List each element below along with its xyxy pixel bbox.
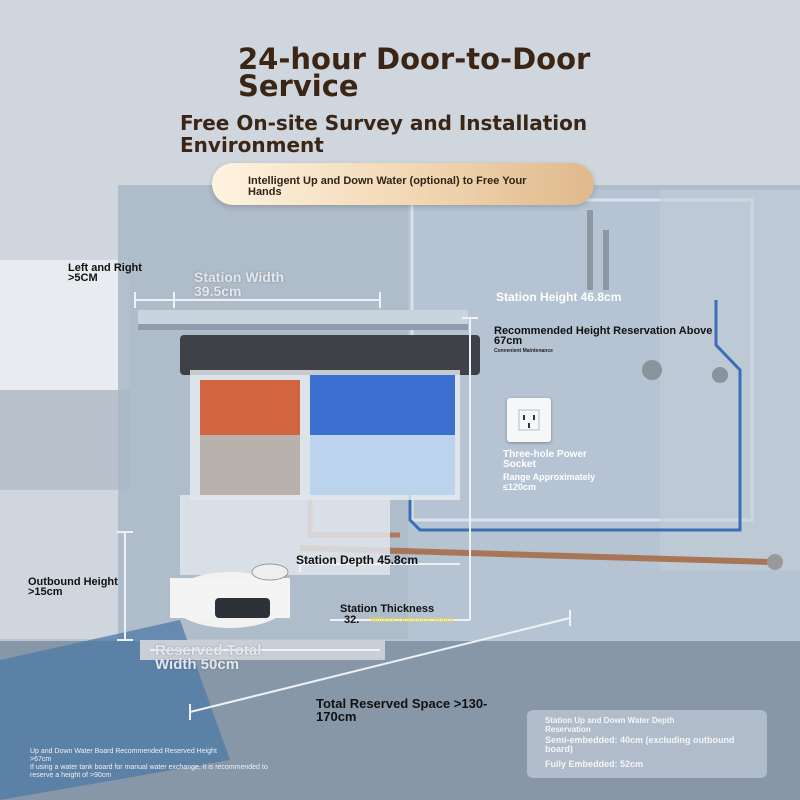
station-width-label: Station Width 39.5cm	[194, 269, 285, 299]
page-title: 24-hour Door-to-Door Service	[238, 42, 591, 103]
range-label: Range Approximately ≤120cm	[503, 472, 596, 492]
convenient-maintenance-label: Convenient Maintenance	[494, 348, 553, 354]
thickness-value: 32.	[344, 614, 360, 626]
note-line-1: Up and Down Water Board Recommended Rese…	[30, 748, 217, 763]
socket-label: Three-hole Power Socket	[503, 449, 587, 470]
semi-embedded-text: Semi-embedded: 40cm (excluding outbound …	[545, 735, 735, 754]
station-depth-label: Station Depth 45.8cm	[296, 553, 419, 567]
infobox-title: Station Up and Down Water Depth Reservat…	[545, 716, 675, 734]
feature-pill-text: Intelligent Up and Down Water (optional)…	[248, 175, 527, 198]
feature-pill: Intelligent Up and Down Water (optional)…	[212, 163, 594, 205]
reserved-total-width-label: Reserved Total Width 50cm	[155, 642, 262, 673]
total-reserved-space-label: Total Reserved Space >130-170cm	[316, 696, 488, 724]
outbound-height-label: Outbound Height >15cm	[28, 576, 118, 598]
depth-reservation-box: Station Up and Down Water Depth Reservat…	[527, 710, 767, 778]
recommended-height-label: Recommended Height Reservation Above 67c…	[494, 325, 713, 347]
left-right-label: Left and Right >5CM	[68, 262, 142, 284]
power-socket-icon	[507, 398, 551, 442]
station-height-label: Station Height 46.8cm	[496, 290, 622, 304]
without-board-label: Without Outbound Board	[370, 617, 454, 624]
bottom-note: Up and Down Water Board Recommended Rese…	[30, 748, 310, 780]
note-line-2: If using a water tank board for manual w…	[30, 764, 268, 779]
fully-embedded-text: Fully Embedded: 52cm	[545, 759, 644, 769]
page-subtitle: Free On-site Survey and Installation Env…	[180, 111, 588, 157]
station-thickness-label: Station Thickness	[340, 603, 435, 615]
